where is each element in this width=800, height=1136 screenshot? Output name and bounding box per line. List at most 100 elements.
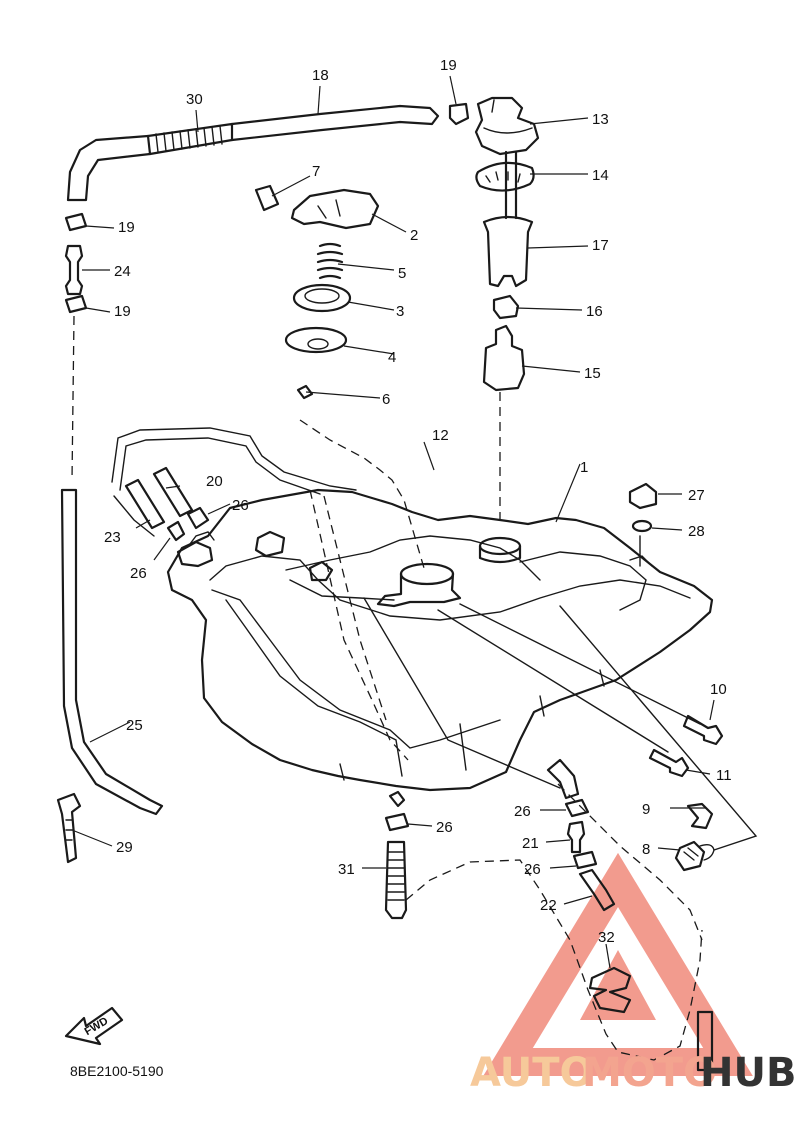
callout-1: 1 xyxy=(580,459,588,476)
tube-23 xyxy=(124,478,166,530)
hose-22 xyxy=(578,868,616,912)
cap-nut-27 xyxy=(628,482,658,510)
hose-31 xyxy=(384,840,408,920)
callout-19-upper: 19 xyxy=(118,219,135,236)
fuel-pump-assembly xyxy=(474,96,540,392)
watermark-moto: MOTO xyxy=(582,1050,717,1096)
callout-26-drain-lower: 26 xyxy=(524,861,541,878)
gasket-3 xyxy=(292,283,352,313)
tank-inlet-body xyxy=(376,572,462,608)
fwd-label: FWD xyxy=(83,1015,111,1038)
clip-9 xyxy=(686,802,714,830)
watermark-hub: HUB xyxy=(700,1050,796,1096)
callout-8: 8 xyxy=(642,841,650,858)
callout-25: 25 xyxy=(126,717,143,734)
hose-to-tank-line xyxy=(363,597,561,789)
left-breather-joint xyxy=(64,212,88,481)
fuel-tank-rear-bulge xyxy=(519,551,647,611)
left-tube-fittings xyxy=(124,466,210,542)
breather-dashed-guide xyxy=(309,489,409,761)
bracket-line-1 xyxy=(113,495,155,537)
callout-18: 18 xyxy=(312,67,329,84)
callout-17: 17 xyxy=(592,237,609,254)
callout-26-tank-upper: 26 xyxy=(232,497,249,514)
callout-30: 30 xyxy=(186,91,203,108)
callout-leaders xyxy=(71,75,715,969)
plate-4 xyxy=(284,326,348,354)
filter-15 xyxy=(482,324,526,392)
fuel-cap-assembly xyxy=(254,184,380,400)
drain-dashed-guide xyxy=(405,859,703,1061)
clip-26-upper xyxy=(186,506,210,530)
watermark-triangle-inner xyxy=(580,950,656,1020)
sleeve-17 xyxy=(482,215,534,288)
fuel-tank-outline xyxy=(166,488,714,792)
washer-28 xyxy=(631,519,653,533)
breather-frame-loop xyxy=(111,427,357,491)
hose-clip-19-upper xyxy=(64,212,88,232)
callout-10: 10 xyxy=(710,681,727,698)
bracket-8-9-leader xyxy=(559,605,758,851)
bolt-11-leader xyxy=(437,609,669,753)
gasket-3-inner xyxy=(304,288,340,304)
cap-body-2-detail xyxy=(317,199,341,219)
watermark-text: AUTO MOTO HUB xyxy=(470,1050,796,1096)
forward-direction-arrow: FWD xyxy=(64,1006,124,1046)
hose-25 xyxy=(60,488,164,816)
drain-hose-assembly xyxy=(384,758,714,1072)
fuel-tank-rim-line xyxy=(211,589,501,749)
tank-pump-opening xyxy=(478,536,522,556)
callout-3: 3 xyxy=(396,303,404,320)
callout-21: 21 xyxy=(522,835,539,852)
callout-20: 20 xyxy=(206,473,223,490)
callout-19-top: 19 xyxy=(440,57,457,74)
drain-dashed-guide-b xyxy=(557,783,703,941)
watermark-logo xyxy=(483,852,753,1076)
hose-end-right xyxy=(696,1010,714,1072)
breather-frame-loop-inner xyxy=(119,437,321,495)
callout-6: 6 xyxy=(382,391,390,408)
cap-body-2 xyxy=(290,188,380,230)
hose-18-outline xyxy=(230,104,440,142)
fuel-tank-flange xyxy=(209,555,691,621)
clip-6 xyxy=(296,384,314,400)
hose-30-corrugated xyxy=(146,122,234,156)
callout-14: 14 xyxy=(592,167,609,184)
joint-21 xyxy=(566,820,586,854)
callout-29: 29 xyxy=(116,839,133,856)
bracket-8 xyxy=(674,840,706,872)
drawing-code: 8BE2100-5190 xyxy=(70,1063,164,1079)
callout-9: 9 xyxy=(642,801,650,818)
callout-13: 13 xyxy=(592,111,609,128)
clip-26-drain-lower xyxy=(572,850,598,870)
callout-7: 7 xyxy=(312,163,320,180)
watermark-auto: AUTO xyxy=(470,1050,594,1096)
callout-28: 28 xyxy=(688,523,705,540)
tank-rear-nub xyxy=(629,555,653,567)
bolt-11 xyxy=(648,748,690,778)
bracket-8-ribs xyxy=(683,847,699,861)
watermark-triangle xyxy=(483,852,753,1076)
drain-nipple xyxy=(388,790,406,808)
hose-clip-19-lower xyxy=(64,294,88,314)
washer-14-teeth xyxy=(485,171,521,183)
callout-27: 27 xyxy=(688,487,705,504)
pump-cap-13-detail xyxy=(483,99,533,134)
clip-26-drain-upper xyxy=(564,798,590,818)
callout-32: 32 xyxy=(598,929,615,946)
callout-4: 4 xyxy=(388,349,396,366)
breather-dashed-guide-2 xyxy=(323,495,387,721)
hose-clip-19-top xyxy=(448,102,470,126)
hose-upper-drain xyxy=(546,758,580,800)
callout-5: 5 xyxy=(398,265,406,282)
cable-band-29-teeth xyxy=(65,819,73,841)
callout-16: 16 xyxy=(586,303,603,320)
frame-guide-lines xyxy=(111,392,758,1061)
callout-labels: 1 2 3 4 5 6 7 8 9 10 11 12 13 14 15 16 1… xyxy=(104,57,732,946)
tank-vent-tab xyxy=(308,560,334,582)
callout-2: 2 xyxy=(410,227,418,244)
clip-26-bottom xyxy=(384,812,410,832)
fuel-tank-top-ridge xyxy=(285,535,541,581)
tube-20 xyxy=(152,466,194,518)
